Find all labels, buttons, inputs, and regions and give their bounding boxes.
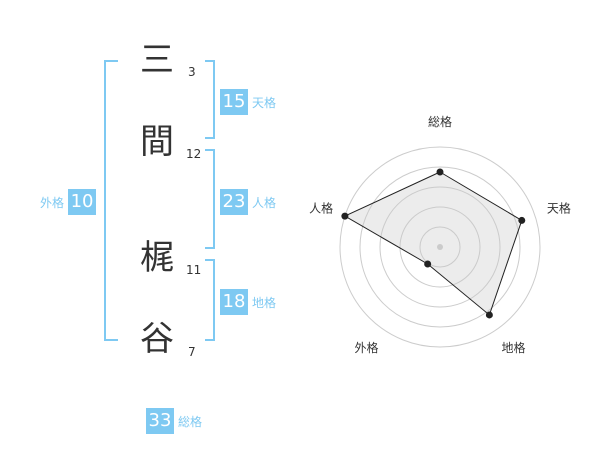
chikaku-bracket: [205, 259, 215, 341]
soukaku-badge: 33 総格: [146, 408, 202, 434]
radar-polygon: [343, 171, 523, 316]
soukaku-value: 33: [146, 408, 174, 434]
radar-center: [437, 244, 443, 250]
radar-ring-4: [359, 166, 521, 328]
radar-point-2: [485, 311, 493, 319]
name-char-3: 梶: [140, 238, 174, 278]
jinkaku-bracket: [205, 149, 215, 249]
stroke-count-3: 11: [186, 263, 202, 277]
radar-ring-2: [399, 206, 481, 288]
radar-axis-label-0: 総格: [428, 114, 452, 129]
radar-point-0: [436, 168, 444, 176]
name-char-2: 間: [140, 122, 174, 162]
radar-axis-label-2: 地格: [501, 340, 525, 355]
radar-ring-3: [379, 186, 501, 308]
jinkaku-label: 人格: [252, 195, 277, 210]
gaikaku-badge: 外格 10: [40, 189, 97, 215]
chikaku-label: 地格: [252, 295, 277, 310]
stroke-count-2: 12: [186, 147, 202, 161]
chikaku-value: 18: [220, 289, 248, 315]
stroke-count-4: 7: [188, 345, 196, 359]
gaikaku-value: 10: [68, 189, 97, 215]
name-char-1: 三: [140, 40, 174, 80]
gaikaku-bracket: [104, 60, 118, 341]
radar-ring-1: [419, 226, 461, 268]
radar-axis-label-4: 人格: [309, 200, 333, 215]
tenkaku-label: 天格: [252, 95, 277, 110]
radar-point-4: [341, 212, 349, 220]
radar-point-1: [518, 216, 526, 224]
gaikaku-label: 外格: [40, 195, 65, 210]
soukaku-label: 総格: [178, 414, 203, 429]
name-char-4: 谷: [140, 319, 174, 359]
radar-ring-5: [339, 146, 541, 348]
tenkaku-bracket: [205, 60, 215, 139]
radar-point-3: [424, 260, 432, 268]
radar-axis-label-3: 外格: [355, 340, 379, 355]
tenkaku-badge: 15 天格: [220, 89, 276, 115]
jinkaku-value: 23: [220, 189, 248, 215]
radar-axis-label-1: 天格: [547, 200, 571, 215]
tenkaku-value: 15: [220, 89, 248, 115]
jinkaku-badge: 23 人格: [220, 189, 276, 215]
chikaku-badge: 18 地格: [220, 289, 276, 315]
stroke-count-1: 3: [188, 65, 196, 79]
